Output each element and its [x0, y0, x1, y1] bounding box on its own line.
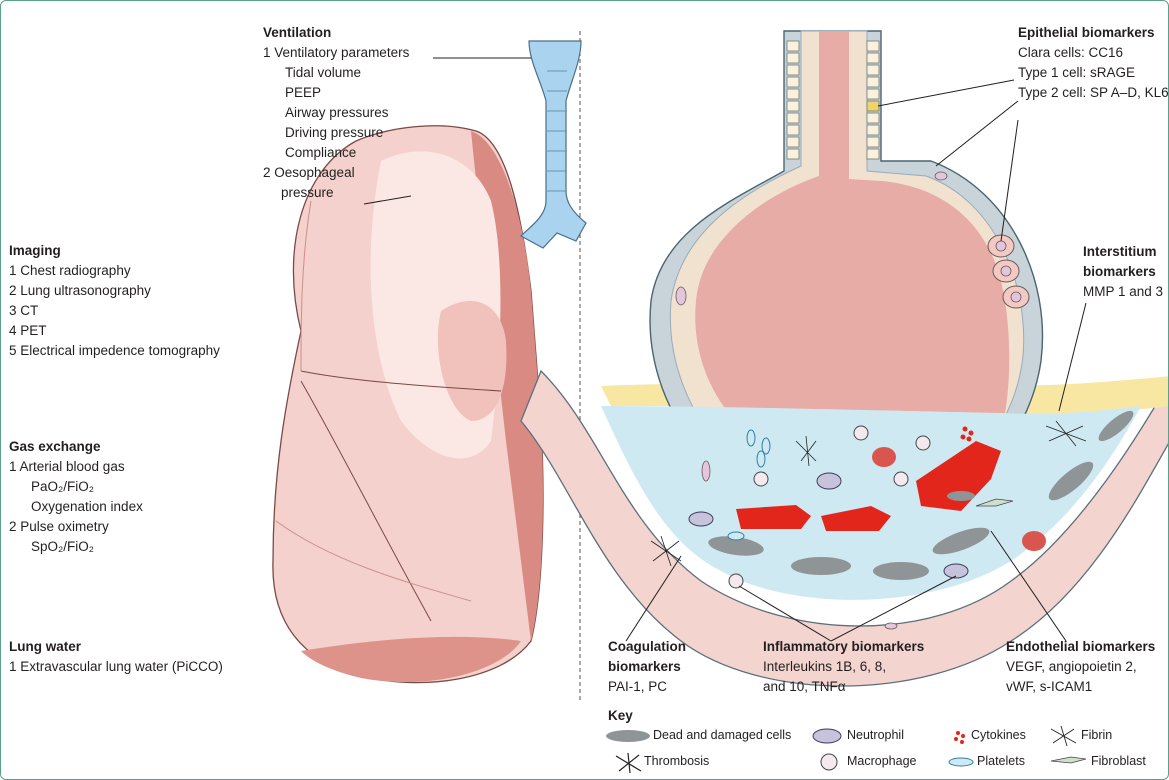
ventilation-item-1: 1 Ventilatory parameters: [263, 43, 409, 63]
ventilation-sub-1: PEEP: [263, 83, 409, 103]
endothelial-block: Endothelial biomarkers VEGF, angiopoieti…: [1006, 637, 1155, 697]
gas-item-2: 2 Pulse oximetry: [9, 517, 143, 537]
ventilation-title: Ventilation: [263, 23, 409, 43]
trachea-illustration: [521, 41, 586, 248]
imaging-item-4: 5 Electrical impedence tomography: [9, 341, 220, 361]
coagulation-block: Coagulation biomarkers PAI-1, PC: [608, 637, 686, 697]
ventilation-sub-0: Tidal volume: [263, 63, 409, 83]
epithelial-type2: Type 2 cell: SP A–D, KL6: [1018, 83, 1169, 103]
gas-exchange-title: Gas exchange: [9, 437, 143, 457]
inflammatory-title: Inflammatory biomarkers: [763, 637, 924, 657]
lung-water-title: Lung water: [9, 637, 223, 657]
gas-item-1: 1 Arterial blood gas: [9, 457, 143, 477]
coagulation-text: PAI-1, PC: [608, 677, 686, 697]
epithelial-block: Epithelial biomarkers Clara cells: CC16 …: [1018, 23, 1169, 103]
key-fibroblast: Fibroblast: [1091, 754, 1146, 768]
key-platelets: Platelets: [977, 754, 1025, 768]
inflammatory-line-1: Interleukins 1B, 6, 8,: [763, 657, 924, 677]
coagulation-title-1: Coagulation: [608, 637, 686, 657]
ventilation-sub-2: Airway pressures: [263, 103, 409, 123]
key-fibrin: Fibrin: [1081, 728, 1112, 742]
key-neutrophil: Neutrophil: [847, 728, 904, 742]
imaging-title: Imaging: [9, 241, 220, 261]
lung-water-item-1: 1 Extravascular lung water (PiCCO): [9, 657, 223, 677]
gas-exchange-block: Gas exchange 1 Arterial blood gas PaO₂/F…: [9, 437, 143, 557]
imaging-item-3: 4 PET: [9, 321, 220, 341]
epithelial-type1: Type 1 cell: sRAGE: [1018, 63, 1169, 83]
epithelial-clara: Clara cells: CC16: [1018, 43, 1169, 63]
imaging-item-1: 2 Lung ultrasonography: [9, 281, 220, 301]
ventilation-block: Ventilation 1 Ventilatory parameters Tid…: [263, 23, 409, 203]
interstitium-title-1: Interstitium: [1083, 242, 1163, 262]
epithelial-title: Epithelial biomarkers: [1018, 23, 1169, 43]
interstitium-title-2: biomarkers: [1083, 262, 1163, 282]
coagulation-title-2: biomarkers: [608, 657, 686, 677]
ventilation-sub-3: Driving pressure: [263, 123, 409, 143]
gas-oxygenation-index: Oxygenation index: [9, 497, 143, 517]
gas-spo2: SpO₂/FiO₂: [9, 537, 143, 557]
gas-pao2: PaO₂/FiO₂: [9, 477, 143, 497]
key-macrophage: Macrophage: [847, 754, 917, 768]
key-thrombosis: Thrombosis: [644, 754, 709, 768]
lung-water-block: Lung water 1 Extravascular lung water (P…: [9, 637, 223, 677]
inflammatory-line-2: and 10, TNFα: [763, 677, 924, 697]
interstitium-block: Interstitium biomarkers MMP 1 and 3: [1083, 242, 1163, 302]
endothelial-line-2: vWF, s-ICAM1: [1006, 677, 1155, 697]
interstitium-text: MMP 1 and 3: [1083, 282, 1163, 302]
ventilation-item-2b: pressure: [263, 183, 409, 203]
imaging-item-2: 3 CT: [9, 301, 220, 321]
ventilation-sub-4: Compliance: [263, 143, 409, 163]
lung-illustration: [273, 126, 543, 683]
key-title: Key: [608, 706, 633, 726]
ventilation-item-2a: 2 Oesophageal: [263, 163, 409, 183]
imaging-item-0: 1 Chest radiography: [9, 261, 220, 281]
key-cytokines: Cytokines: [971, 728, 1026, 742]
imaging-block: Imaging 1 Chest radiography 2 Lung ultra…: [9, 241, 220, 361]
endothelial-title: Endothelial biomarkers: [1006, 637, 1155, 657]
endothelial-line-1: VEGF, angiopoietin 2,: [1006, 657, 1155, 677]
inflammatory-block: Inflammatory biomarkers Interleukins 1B,…: [763, 637, 924, 697]
key-dead-cells: Dead and damaged cells: [653, 728, 791, 742]
